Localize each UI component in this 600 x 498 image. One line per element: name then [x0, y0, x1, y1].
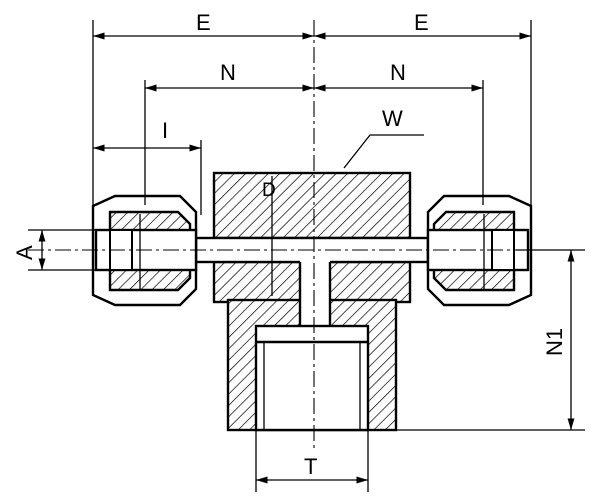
label-i: I	[162, 118, 168, 143]
label-n1: N1	[542, 328, 567, 356]
label-w: W	[382, 106, 403, 131]
label-d: D	[262, 180, 276, 201]
female-thread-port	[254, 324, 370, 432]
label-n-left: N	[220, 60, 236, 85]
label-a: A	[12, 245, 37, 260]
tee-body	[194, 171, 430, 432]
label-e-left: E	[196, 10, 211, 35]
body-upper-block	[212, 171, 412, 240]
right-nut-assembly	[426, 194, 533, 307]
label-n-right: N	[390, 60, 406, 85]
label-t: T	[304, 454, 317, 479]
label-e-right: E	[414, 10, 429, 35]
leader-w	[343, 134, 424, 169]
branch-bore	[300, 260, 330, 326]
